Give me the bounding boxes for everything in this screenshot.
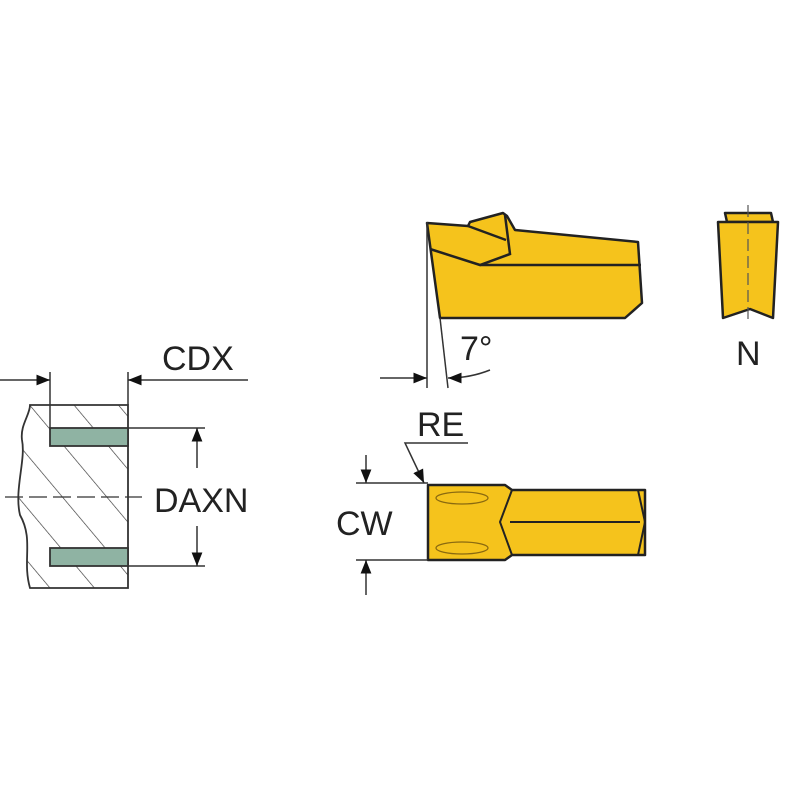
daxn-label: DAXN [154,482,248,520]
groove-top [49,427,129,447]
groove-bottom [49,547,129,567]
re-label: RE [417,406,464,444]
cw-label: CW [336,505,393,543]
hatched-block [17,404,129,589]
insert-top-view: RE CW [336,406,647,595]
angle-label: 7° [460,330,493,368]
workpiece-section: CDX DAXN [0,340,248,589]
angle-arrow-right [447,369,491,384]
insert-side-view: 7° [380,211,644,389]
n-label: N [736,335,761,373]
cdx-label: CDX [162,340,234,378]
insert-end-view: N [716,205,780,373]
